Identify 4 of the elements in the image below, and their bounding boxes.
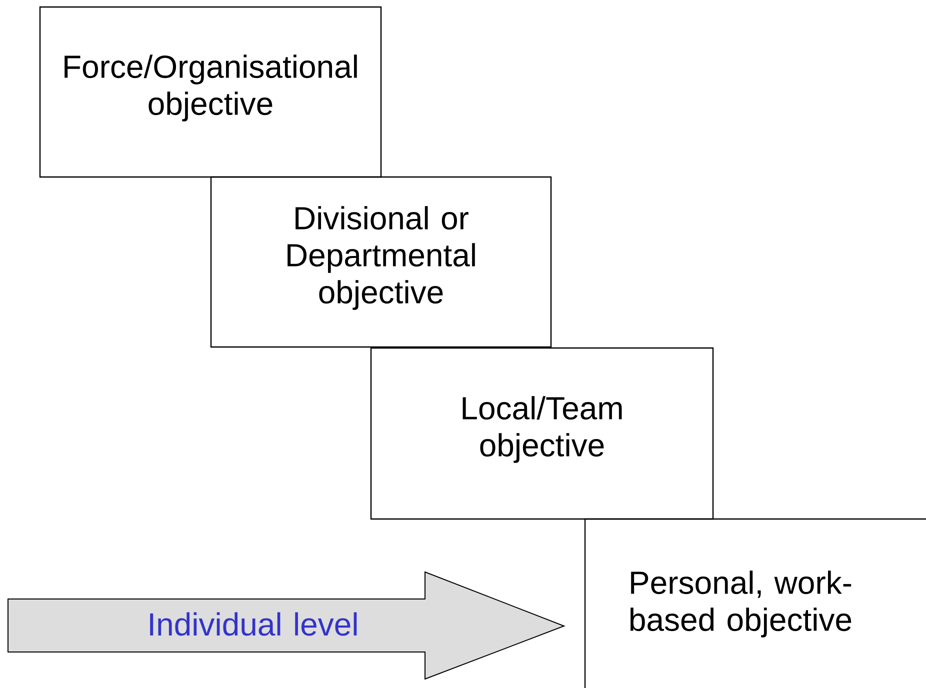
objective-box: Personal, work-based objective bbox=[584, 518, 926, 688]
objective-box: Local/Team objective bbox=[370, 347, 714, 520]
objective-box: Divisional or Departmental objective bbox=[210, 176, 552, 348]
objective-box: Force/Organisational objective bbox=[39, 6, 382, 178]
